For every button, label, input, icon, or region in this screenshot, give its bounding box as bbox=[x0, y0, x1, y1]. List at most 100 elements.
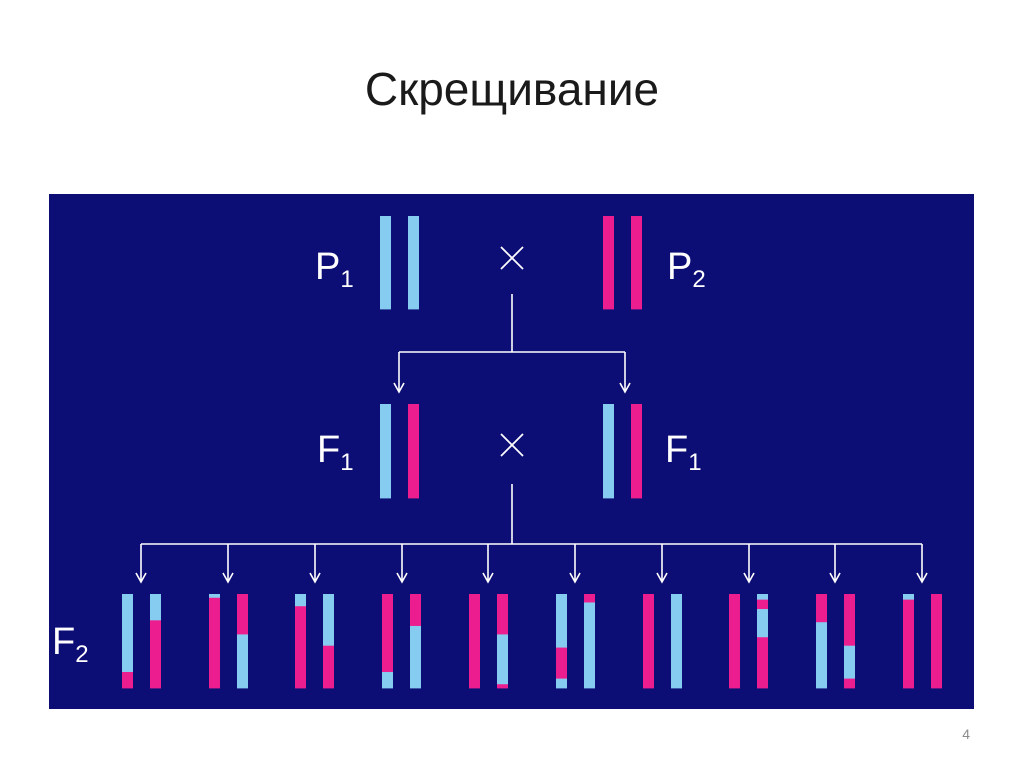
f2-offspring-8-chromosome-2-segment-3 bbox=[757, 609, 768, 638]
p1-chromosome-2-segment-1 bbox=[408, 216, 419, 310]
f2-offspring-4-chromosome-1-segment-1 bbox=[382, 594, 393, 673]
f2-arrow-9-head bbox=[829, 572, 841, 584]
f1-left-chromosome-2-segment-1 bbox=[408, 404, 419, 499]
f2-offspring-2-chromosome-2-segment-2 bbox=[237, 634, 248, 689]
f2-offspring-6-chromosome-2-segment-1 bbox=[584, 594, 595, 603]
f2-offspring-9-chromosome-2 bbox=[844, 594, 855, 689]
p2-label: P2 bbox=[667, 246, 706, 293]
f2-offspring-1-chromosome-1-segment-1 bbox=[122, 594, 133, 673]
f2-offspring-8-chromosome-1-segment-1 bbox=[729, 594, 740, 689]
p1-chromosome-1 bbox=[380, 216, 391, 310]
p2-chromosome-2 bbox=[631, 216, 642, 310]
f2-offspring-10-chromosome-2 bbox=[931, 594, 942, 689]
f2-offspring-7-chromosome-2-segment-1 bbox=[671, 594, 682, 689]
f1-right-arrow-head bbox=[619, 382, 631, 394]
f2-offspring-9-chromosome-1 bbox=[816, 594, 827, 689]
f2-arrow-2-head bbox=[222, 572, 234, 584]
f2-offspring-2-chromosome-1-segment-2 bbox=[209, 597, 220, 689]
f2-offspring-5-chromosome-2 bbox=[497, 594, 508, 689]
f2-offspring-6-chromosome-1-segment-1 bbox=[556, 594, 567, 648]
f2-arrow-8-head bbox=[743, 572, 755, 584]
f2-offspring-8-chromosome-1 bbox=[729, 594, 740, 689]
f2-offspring-1-chromosome-2-segment-2 bbox=[150, 620, 161, 689]
p1-label: P1 bbox=[315, 246, 354, 293]
f2-offspring-9-chromosome-1-segment-2 bbox=[816, 622, 827, 689]
f1-left-chromosome-1-segment-1 bbox=[380, 404, 391, 499]
f2-arrow-5-head bbox=[482, 572, 494, 584]
chromosome-bars bbox=[122, 216, 942, 689]
f2-offspring-2-chromosome-1-segment-1 bbox=[209, 594, 220, 599]
f2-offspring-7-chromosome-1 bbox=[643, 594, 654, 689]
f1-right-label: F1 bbox=[665, 429, 702, 476]
f2-offspring-10-chromosome-2-segment-1 bbox=[931, 594, 942, 689]
f2-offspring-1-chromosome-2-segment-1 bbox=[150, 594, 161, 621]
f2-offspring-7-chromosome-2 bbox=[671, 594, 682, 689]
f2-offspring-8-chromosome-2-segment-2 bbox=[757, 599, 768, 610]
f2-offspring-5-chromosome-2-segment-3 bbox=[497, 684, 508, 689]
p2-chromosome-2-segment-1 bbox=[631, 216, 642, 310]
f2-offspring-6-chromosome-1-segment-2 bbox=[556, 647, 567, 679]
f2-offspring-6-chromosome-1-segment-3 bbox=[556, 678, 567, 689]
f2-offspring-3-chromosome-2 bbox=[323, 594, 334, 689]
f2-offspring-8-chromosome-2-segment-1 bbox=[757, 594, 768, 601]
f2-offspring-3-chromosome-1 bbox=[295, 594, 306, 689]
f2-offspring-3-chromosome-2-segment-1 bbox=[323, 594, 334, 647]
f2-offspring-1-chromosome-1 bbox=[122, 594, 133, 689]
f2-offspring-2-chromosome-2-segment-1 bbox=[237, 594, 248, 635]
f2-offspring-6-chromosome-2-segment-2 bbox=[584, 602, 595, 689]
f1-right-chromosome-2 bbox=[631, 404, 642, 499]
p1-chromosome-2 bbox=[408, 216, 419, 310]
f2-offspring-4-chromosome-2-segment-1 bbox=[410, 594, 421, 627]
f2-offspring-6-chromosome-2 bbox=[584, 594, 595, 689]
f2-offspring-5-chromosome-2-segment-1 bbox=[497, 594, 508, 635]
crossing-diagram: P1 P2 F1 F1 F2 bbox=[49, 194, 974, 709]
f1-left-chromosome-2 bbox=[408, 404, 419, 499]
f2-offspring-3-chromosome-1-segment-2 bbox=[295, 606, 306, 689]
f2-arrow-3-head bbox=[309, 572, 321, 584]
f2-offspring-1-chromosome-1-segment-2 bbox=[122, 672, 133, 689]
p2-chromosome-1-segment-1 bbox=[603, 216, 614, 310]
f2-offspring-5-chromosome-1 bbox=[469, 594, 480, 689]
f2-offspring-4-chromosome-1-segment-2 bbox=[382, 672, 393, 689]
f2-offspring-4-chromosome-2 bbox=[410, 594, 421, 689]
f2-offspring-1-chromosome-2 bbox=[150, 594, 161, 689]
f2-offspring-9-chromosome-2-segment-1 bbox=[844, 594, 855, 647]
f1-left-arrow-head bbox=[393, 382, 405, 394]
f1-right-chromosome-1 bbox=[603, 404, 614, 499]
f1-right-chromosome-1-segment-1 bbox=[603, 404, 614, 499]
slide-number: 4 bbox=[962, 726, 970, 742]
f2-label: F2 bbox=[52, 621, 89, 668]
p1-chromosome-1-segment-1 bbox=[380, 216, 391, 310]
f2-arrow-10-head bbox=[916, 572, 928, 584]
f2-offspring-2-chromosome-2 bbox=[237, 594, 248, 689]
f2-offspring-6-chromosome-1 bbox=[556, 594, 567, 689]
f2-offspring-5-chromosome-1-segment-1 bbox=[469, 594, 480, 689]
f2-offspring-4-chromosome-1 bbox=[382, 594, 393, 689]
f2-offspring-8-chromosome-2-segment-4 bbox=[757, 637, 768, 689]
diagram-background bbox=[49, 194, 974, 709]
f1-right-chromosome-2-segment-1 bbox=[631, 404, 642, 499]
f2-offspring-3-chromosome-2-segment-2 bbox=[323, 645, 334, 689]
cross-symbol-f1 bbox=[500, 433, 524, 457]
f2-offspring-4-chromosome-2-segment-2 bbox=[410, 625, 421, 689]
f2-offspring-10-chromosome-1 bbox=[903, 594, 914, 689]
f2-offspring-3-chromosome-1-segment-1 bbox=[295, 594, 306, 607]
f2-offspring-9-chromosome-2-segment-3 bbox=[844, 678, 855, 689]
f2-offspring-8-chromosome-2 bbox=[757, 594, 768, 689]
f2-offspring-9-chromosome-1-segment-1 bbox=[816, 594, 827, 623]
f2-arrow-6-head bbox=[569, 572, 581, 584]
connector-lines bbox=[135, 294, 928, 584]
f2-offspring-2-chromosome-1 bbox=[209, 594, 220, 689]
f1-left-label: F1 bbox=[317, 429, 354, 476]
f2-arrow-1-head bbox=[135, 572, 147, 584]
f2-offspring-10-chromosome-1-segment-1 bbox=[903, 594, 914, 601]
f2-offspring-9-chromosome-2-segment-2 bbox=[844, 645, 855, 679]
f2-offspring-10-chromosome-1-segment-2 bbox=[903, 599, 914, 689]
f2-arrow-4-head bbox=[396, 572, 408, 584]
f2-offspring-7-chromosome-1-segment-1 bbox=[643, 594, 654, 689]
f1-left-chromosome-1 bbox=[380, 404, 391, 499]
slide-title: Скрещивание bbox=[364, 63, 660, 115]
f2-offspring-5-chromosome-2-segment-2 bbox=[497, 634, 508, 685]
p2-chromosome-1 bbox=[603, 216, 614, 310]
cross-symbol-parents bbox=[500, 246, 524, 270]
